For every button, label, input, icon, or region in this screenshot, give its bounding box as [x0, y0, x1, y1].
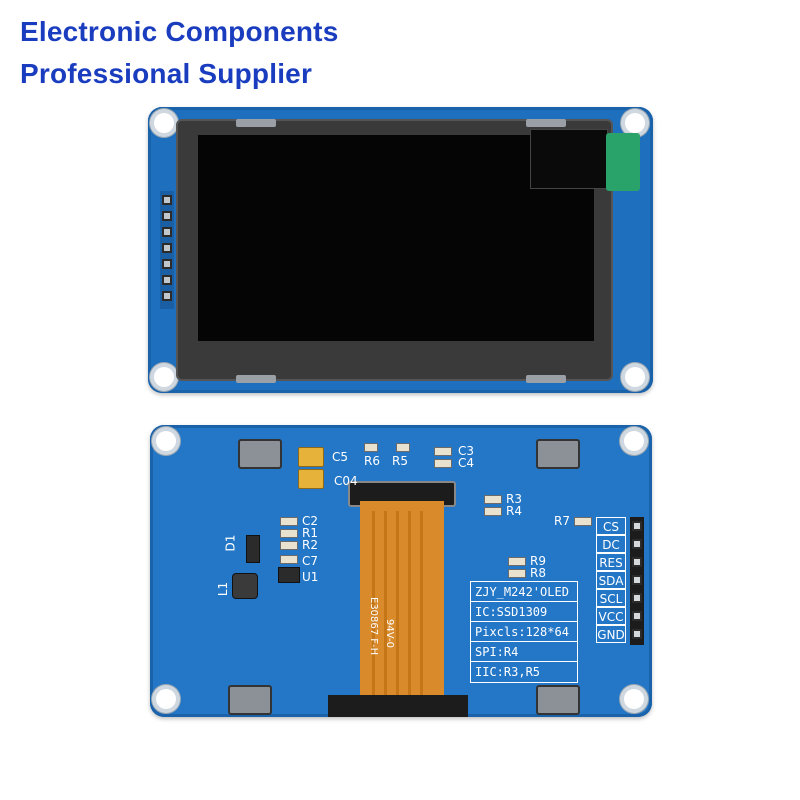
- mount-hole-bottom-left: [156, 689, 176, 709]
- info-spi: SPI:R4: [471, 642, 577, 662]
- oled-module-back: E30867 F-H 94V-0 C5 R6 R5 C3 C4 C04 R3 R…: [150, 425, 652, 717]
- header-pin: [162, 211, 172, 221]
- header-pins-front: [160, 191, 174, 309]
- resistor: [484, 507, 502, 516]
- capacitor: [434, 447, 452, 456]
- silk-label-d1: D1: [223, 534, 238, 552]
- silk-label-c5: C5: [332, 450, 349, 464]
- pin-label-gnd: GND: [596, 625, 626, 643]
- silk-label-r5: R5: [392, 454, 408, 468]
- pin-label-cs: CS: [596, 517, 626, 535]
- mount-hole-top-right: [625, 113, 645, 133]
- header-pin: [162, 227, 172, 237]
- pin-label-scl: SCL: [596, 589, 626, 607]
- resistor: [574, 517, 592, 526]
- silk-label-c3: C3: [458, 444, 475, 458]
- pin-label-vcc: VCC: [596, 607, 626, 625]
- header-pin: [632, 539, 642, 549]
- headline-line-1: Electronic Components: [20, 16, 339, 47]
- silk-label-c2: C2: [302, 514, 319, 528]
- silk-label-c7: C7: [302, 554, 319, 568]
- module-info-box: ZJY_M242'OLED IC:SSD1309 Pixcls:128*64 S…: [470, 581, 578, 683]
- header-pin: [632, 557, 642, 567]
- header-pin: [632, 575, 642, 585]
- silk-label-c4: C4: [458, 456, 475, 470]
- silk-label-r4: R4: [506, 504, 522, 518]
- header-pin: [162, 195, 172, 205]
- header-pins-back: [630, 517, 644, 645]
- pin-label-column: CS DC RES SDA SCL VCC GND: [596, 517, 626, 645]
- mount-hole-top-left: [154, 113, 174, 133]
- resistor: [280, 529, 298, 538]
- resistor: [280, 541, 298, 550]
- silk-label-r1: R1: [302, 526, 318, 540]
- silk-label-r8: R8: [530, 566, 546, 580]
- pin-label-sda: SDA: [596, 571, 626, 589]
- header-pin: [162, 259, 172, 269]
- capacitor: [280, 555, 298, 564]
- capacitor: [280, 517, 298, 526]
- mount-hole-bottom-left: [154, 367, 174, 387]
- silk-label-r2: R2: [302, 538, 318, 552]
- bezel-clip-pad: [238, 439, 282, 469]
- silk-label-l1: L1: [216, 581, 231, 597]
- header-pin: [632, 521, 642, 531]
- header-pin: [162, 243, 172, 253]
- resistor: [396, 443, 410, 452]
- diode: [246, 535, 260, 563]
- bezel-clip: [236, 119, 276, 127]
- mount-hole-bottom-right: [625, 367, 645, 387]
- screen-corner-marker: [530, 129, 608, 189]
- header-pin: [632, 629, 642, 639]
- silk-label-c04: C04: [334, 474, 358, 488]
- mount-hole-top-left: [156, 431, 176, 451]
- tantalum-capacitor: [298, 447, 324, 467]
- fpc-marking: 94V-0: [384, 619, 395, 648]
- silk-label-r3: R3: [506, 492, 522, 506]
- header-pin: [632, 611, 642, 621]
- mount-hole-top-right: [624, 431, 644, 451]
- headline-line-2: Professional Supplier: [20, 58, 313, 89]
- header-pin: [162, 291, 172, 301]
- bezel-clip: [236, 375, 276, 383]
- tantalum-capacitor: [298, 469, 324, 489]
- resistor: [508, 557, 526, 566]
- fpc-ribbon: E30867 F-H 94V-0: [360, 501, 444, 717]
- bezel-clip-pad: [536, 439, 580, 469]
- silk-label-r9: R9: [530, 554, 546, 568]
- pin-label-res: RES: [596, 553, 626, 571]
- silk-label-r7: R7: [554, 514, 570, 528]
- regulator-ic: [278, 567, 300, 583]
- bezel-clip-pad: [228, 685, 272, 715]
- inductor: [232, 573, 258, 599]
- oled-module-front: [148, 107, 653, 393]
- silk-label-u1: U1: [302, 570, 319, 584]
- info-model: ZJY_M242'OLED: [471, 582, 577, 602]
- bezel-clip: [526, 119, 566, 127]
- protective-film-tab: [606, 133, 640, 191]
- info-iic: IIC:R3,R5: [475, 665, 541, 679]
- capacitor: [434, 459, 452, 468]
- resistor: [508, 569, 526, 578]
- silk-label-r6: R6: [364, 454, 380, 468]
- mount-hole-bottom-right: [624, 689, 644, 709]
- info-pixels: Pixcls:128*64: [471, 622, 577, 642]
- pin-label-dc: DC: [596, 535, 626, 553]
- fpc-base: [328, 695, 468, 717]
- resistor: [364, 443, 378, 452]
- oled-screen: [198, 135, 594, 341]
- resistor: [484, 495, 502, 504]
- header-pin: [632, 593, 642, 603]
- header-pin: [162, 275, 172, 285]
- bezel-clip: [526, 375, 566, 383]
- info-ic: IC:SSD1309: [471, 602, 577, 622]
- fpc-marking: E30867 F-H: [368, 597, 379, 656]
- bezel-clip-pad: [536, 685, 580, 715]
